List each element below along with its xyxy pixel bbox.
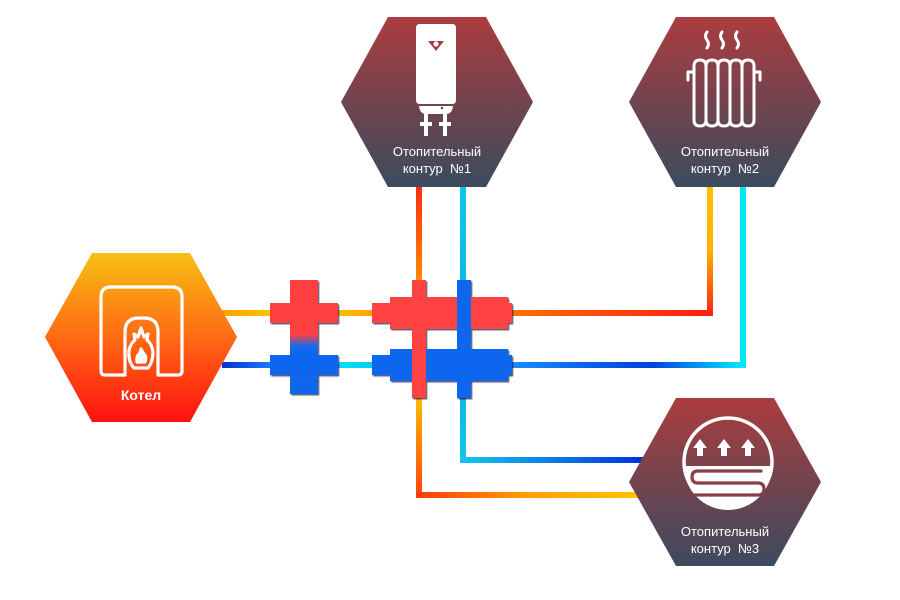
- manifold-hot-bar: [372, 297, 512, 329]
- circuit3-label-line1: Отопительный: [681, 524, 769, 539]
- pipe-circuit3-supply-h: [416, 492, 641, 498]
- hydraulic-separator[interactable]: [270, 280, 338, 394]
- pipes: [222, 185, 746, 498]
- boiler-label: Котел: [121, 387, 161, 403]
- pipe-circuit2-return-v: [740, 185, 746, 368]
- pipe-circuit1-supply: [416, 185, 422, 281]
- circuit2-label-line2: контур №2: [691, 161, 759, 176]
- separator-body-overlay: [290, 323, 318, 355]
- water-heater-icon: [416, 24, 456, 136]
- manifold-cold-bar: [372, 349, 512, 381]
- separator-hot-port: [270, 303, 338, 323]
- pipe-circuit2-return-h: [510, 362, 746, 368]
- circuit3-label-line2: контур №3: [691, 541, 759, 556]
- pipe-boiler-supply: [222, 310, 274, 316]
- boiler-node[interactable]: Котел: [45, 253, 237, 422]
- pipe-boiler-return: [222, 362, 274, 368]
- circuit2-node[interactable]: Отопительный контур №2: [629, 17, 821, 187]
- circuit3-node[interactable]: Отопительный контур №3: [629, 398, 821, 566]
- separator-cold-port: [270, 355, 338, 375]
- boiler-hexagon: [45, 253, 237, 422]
- circuit2-label-line1: Отопительный: [681, 144, 769, 159]
- pipe-circuit1-return: [460, 185, 466, 281]
- distribution-manifold[interactable]: [372, 280, 512, 398]
- pipe-circuit2-supply-h: [510, 310, 713, 316]
- manifold-cold-riser: [457, 280, 471, 398]
- radiator-icon: [686, 30, 762, 128]
- pipe-circuit3-supply-v: [416, 396, 422, 498]
- manifold-hot-riser: [412, 280, 426, 398]
- pipe-separator-to-manifold-cold: [338, 362, 376, 368]
- pipe-circuit3-return-h: [460, 457, 645, 463]
- pipe-separator-to-manifold-hot: [338, 310, 376, 316]
- circuit1-label-line1: Отопительный: [393, 144, 481, 159]
- pipe-circuit3-return-v: [460, 396, 466, 463]
- boiler-flame-icon: [99, 285, 184, 377]
- circuit2-hexagon: [629, 17, 821, 187]
- circuit1-label-line2: контур №1: [403, 161, 471, 176]
- pipe-circuit2-supply-v: [707, 185, 713, 316]
- underfloor-heating-icon: [682, 416, 774, 510]
- circuit1-node[interactable]: Отопительный контур №1: [341, 17, 533, 187]
